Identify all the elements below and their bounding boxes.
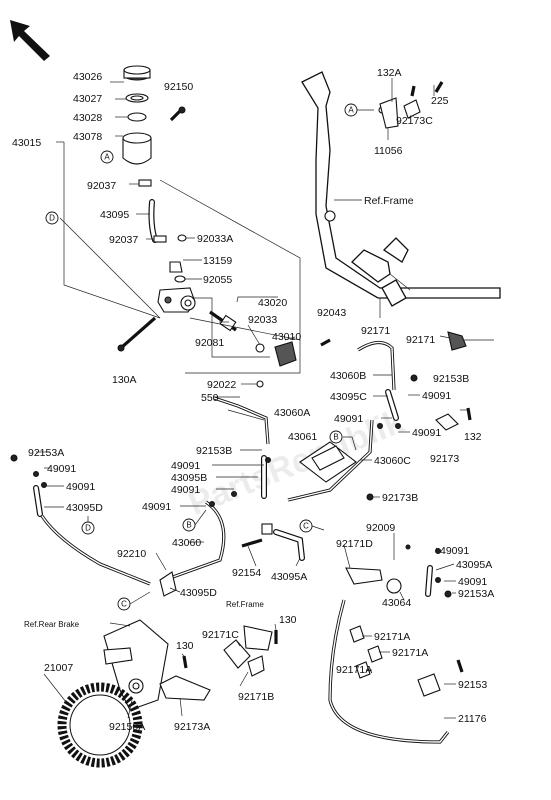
part-label: 43015 (12, 137, 41, 149)
part-label: 92173C (396, 115, 433, 127)
part-label: 43028 (73, 112, 102, 124)
part-label: 21176 (458, 713, 487, 725)
part-label: 43060 (172, 537, 201, 549)
part-label: 49091 (458, 576, 487, 588)
part-label: 92173A (174, 721, 210, 733)
part-label: 43095A (456, 559, 492, 571)
part-label: 92153B (196, 445, 232, 457)
part-label: 43078 (73, 131, 102, 143)
part-label: 92153 (458, 679, 487, 691)
part-label: 92171B (238, 691, 274, 703)
part-label: 92171 (406, 334, 435, 346)
part-label: 13159 (203, 255, 232, 267)
master-cylinder-group (56, 65, 331, 388)
part-label: 130 (279, 614, 297, 626)
part-label: 49091 (334, 413, 363, 425)
part-label: 92171D (336, 538, 373, 550)
part-label: 43061 (288, 431, 317, 443)
part-label: 92033 (248, 314, 277, 326)
part-label: 92037 (109, 234, 138, 246)
part-label: 43010 (272, 331, 301, 343)
part-label: 43026 (73, 71, 102, 83)
frame-ref-label: Ref.Frame (226, 600, 264, 609)
part-label: 225 (431, 95, 449, 107)
part-label: 49091 (422, 390, 451, 402)
frame-ref-label: Ref.Frame (364, 195, 414, 207)
part-label: 49091 (142, 501, 171, 513)
part-label: 92033A (197, 233, 233, 245)
part-label: 92210 (117, 548, 146, 560)
part-label: 92022 (207, 379, 236, 391)
part-label: 49091 (47, 463, 76, 475)
part-label: 92173B (382, 492, 418, 504)
part-label: 130A (112, 374, 137, 386)
callout-b-switch: B (333, 433, 338, 442)
part-label: 11056 (374, 145, 403, 157)
rear-brake-ref-label: Ref.Rear Brake (24, 620, 80, 629)
callout-c-caliper: C (121, 600, 127, 609)
rear-brake-section (43, 619, 464, 768)
brake-lines-section: A A D B D B C C (10, 106, 472, 744)
part-label: 43095B (171, 472, 207, 484)
part-label: 43027 (73, 93, 102, 105)
part-label: 92171A (392, 647, 428, 659)
part-label: 132 (464, 431, 482, 443)
frame-ref-section (301, 71, 501, 351)
part-label: 43095D (66, 502, 103, 514)
callout-a-reservoir: A (104, 153, 110, 162)
part-label: 92153A (28, 447, 64, 459)
part-label: 92150 (164, 81, 193, 93)
part-label: 49091 (171, 460, 200, 472)
part-label: 43095D (180, 587, 217, 599)
part-label: 550 (201, 392, 219, 404)
part-label: 49091 (66, 481, 95, 493)
part-label: 43064 (382, 597, 411, 609)
part-label: 92153A (458, 588, 494, 600)
callout-c-hose: C (303, 522, 309, 531)
part-label: 92153B (433, 373, 469, 385)
part-label: 130 (176, 640, 194, 652)
part-label: 92055 (203, 274, 232, 286)
orientation-arrow-icon (10, 20, 50, 61)
part-label: 92171A (374, 631, 410, 643)
part-label: 92037 (87, 180, 116, 192)
part-label: 43060B (330, 370, 366, 382)
part-label: 132A (377, 67, 402, 79)
part-labels: 43026 43027 43028 43078 43015 92150 9203… (12, 67, 494, 733)
part-label: 92081 (195, 337, 224, 349)
part-label: 92171 (361, 325, 390, 337)
part-label: 92171C (202, 629, 239, 641)
part-label: 43095A (271, 571, 307, 583)
part-label: 43060C (374, 455, 411, 467)
callout-d-top: D (49, 214, 55, 223)
part-label: 92171A (336, 664, 372, 676)
part-label: 49091 (412, 427, 441, 439)
callout-a-frame: A (348, 106, 354, 115)
part-label: 21007 (44, 662, 73, 674)
part-label: 92150A (109, 721, 145, 733)
part-label: 49091 (440, 545, 469, 557)
part-label: 43095C (330, 391, 367, 403)
callout-d-left: D (85, 524, 91, 533)
part-label: 43060A (274, 407, 310, 419)
part-label: 92009 (366, 522, 395, 534)
part-label: 43020 (258, 297, 287, 309)
part-label: 92173 (430, 453, 459, 465)
part-label: 49091 (171, 484, 200, 496)
callout-b-pipe: B (186, 521, 191, 530)
part-label: 43095 (100, 209, 129, 221)
part-label: 92043 (317, 307, 346, 319)
part-label: 92154 (232, 567, 261, 579)
